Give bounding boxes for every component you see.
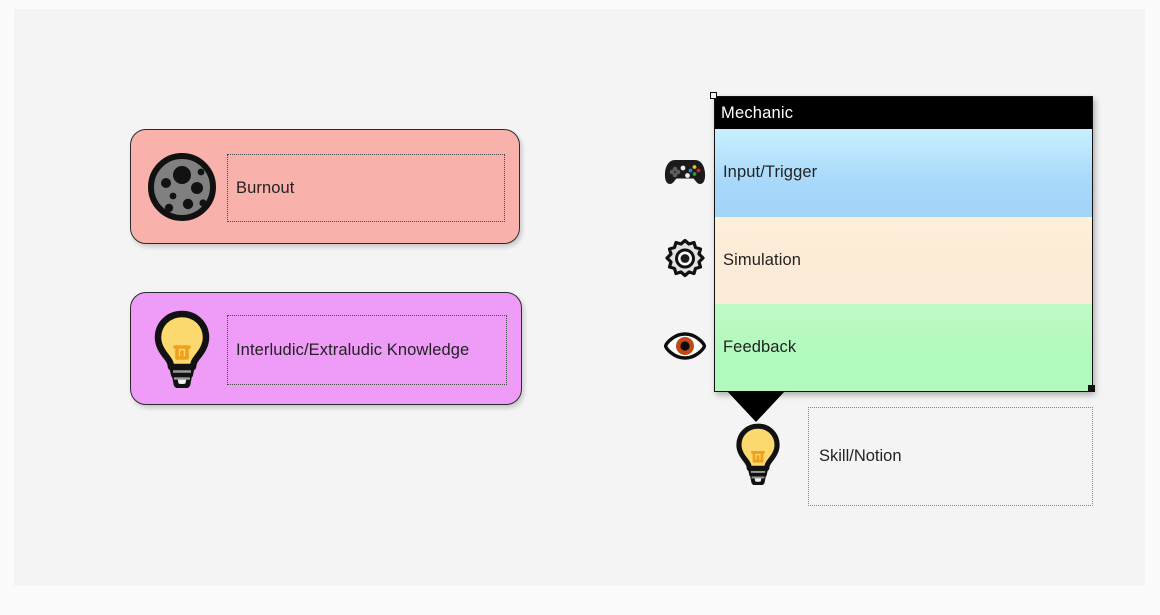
card-burnout-label: Burnout: [236, 178, 295, 197]
eye-icon: [663, 324, 707, 368]
card-knowledge[interactable]: Interludic/Extraludic Knowledge: [130, 292, 522, 405]
lightbulb-icon: [149, 308, 215, 390]
down-triangle-connector: [727, 391, 785, 422]
card-burnout-textbox[interactable]: Burnout: [227, 154, 505, 222]
card-burnout[interactable]: Burnout: [130, 129, 520, 244]
band-feedback-label: Feedback: [723, 338, 797, 357]
band-simulation[interactable]: Simulation: [715, 216, 1092, 304]
resize-handle-top-left[interactable]: [710, 92, 717, 99]
band-simulation-label: Simulation: [723, 250, 802, 269]
band-input-trigger-label: Input/Trigger: [723, 163, 818, 182]
mechanic-panel-title: Mechanic: [721, 103, 794, 122]
band-input-trigger[interactable]: Input/Trigger: [715, 129, 1092, 217]
mechanic-panel-title-bar: Mechanic: [715, 97, 1092, 129]
mechanic-panel[interactable]: Mechanic Input/Trigger Simulation Feedba…: [714, 96, 1093, 392]
gear-icon: [663, 237, 707, 281]
cookie-moon-icon: [145, 150, 219, 224]
card-knowledge-label: Interludic/Extraludic Knowledge: [236, 340, 470, 359]
skill-notion-label: Skill/Notion: [819, 447, 902, 465]
resize-handle-bottom-right[interactable]: [1088, 385, 1095, 392]
band-feedback[interactable]: Feedback: [715, 304, 1092, 391]
gamepad-icon: [663, 150, 707, 194]
diagram-canvas: Burnout Interludic/Extraludic Knowledge: [14, 9, 1145, 586]
lightbulb-icon: [734, 423, 782, 486]
skill-notion-box[interactable]: Skill/Notion: [808, 407, 1093, 506]
card-knowledge-textbox[interactable]: Interludic/Extraludic Knowledge: [227, 315, 507, 385]
